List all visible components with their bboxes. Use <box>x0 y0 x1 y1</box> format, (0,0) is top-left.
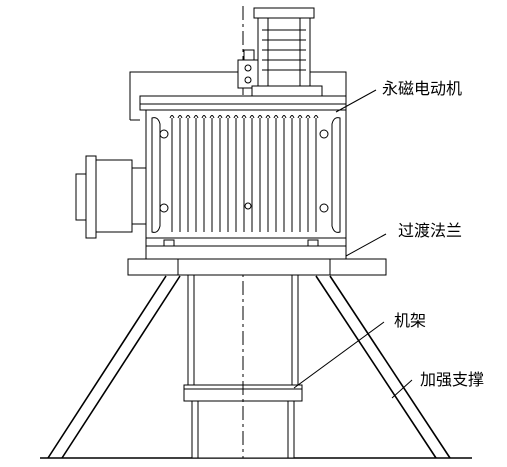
leader-frame <box>293 321 385 389</box>
cooling-fin-top <box>225 115 231 119</box>
label-motor: 永磁电动机 <box>382 79 462 98</box>
label-brace: 加强支撑 <box>420 370 484 389</box>
cooling-fin-top <box>209 115 215 119</box>
cooling-fin-top <box>177 115 183 119</box>
transition-flange <box>127 237 387 276</box>
cooling-fin-top <box>297 115 303 119</box>
leader-brace <box>391 379 413 399</box>
cooling-fin-top <box>201 115 207 119</box>
cooling-fin-top <box>273 115 279 119</box>
cooling-fins <box>169 115 319 232</box>
label-flange: 过渡法兰 <box>398 221 462 240</box>
cooling-fin-top <box>249 115 255 119</box>
leader-motor <box>335 89 377 113</box>
cooling-fin-top <box>281 115 287 119</box>
cooling-fin-top <box>169 115 175 119</box>
cooling-fin-top <box>217 115 223 119</box>
cooling-fin-top <box>233 115 239 119</box>
left-brace <box>47 275 181 459</box>
cooling-fin-top <box>257 115 263 119</box>
side-inlet <box>75 155 146 239</box>
cooling-fin-top <box>185 115 191 119</box>
motor-body <box>129 71 347 239</box>
cooling-fin-top <box>265 115 271 119</box>
label-frame: 机架 <box>394 311 426 330</box>
leader-flange <box>345 233 387 257</box>
cooling-fin-top <box>289 115 295 119</box>
cooling-fin-top <box>193 115 199 119</box>
top-fan-motor <box>237 7 323 97</box>
cooling-fin-top <box>241 115 247 119</box>
right-brace <box>315 275 451 459</box>
cooling-fin-top <box>313 115 319 119</box>
cooling-fin-top <box>305 115 311 119</box>
